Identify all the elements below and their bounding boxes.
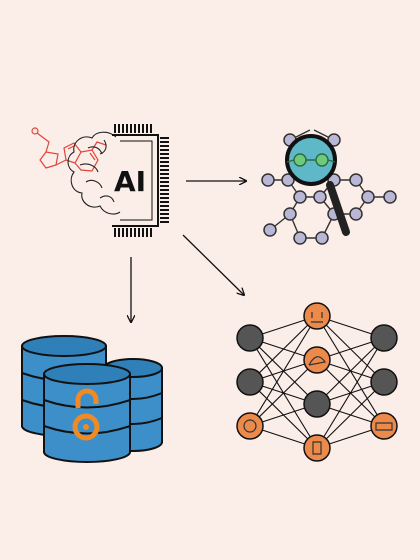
nn-node-glyph [243,419,257,433]
chip-body [112,134,159,227]
nn-edge [249,315,318,427]
nn-edge [316,381,385,449]
nn-node-glyph [375,422,393,431]
magnifier-over-molecule-icon [261,129,397,245]
nn-node-glyph [311,312,323,323]
molecule-red-icon [31,127,107,172]
nn-edge [249,359,318,427]
nn-node [370,324,398,352]
nn-node [303,390,331,418]
nn-edge [316,337,385,449]
nn-node [303,302,331,330]
nn-node [236,412,264,440]
nn-node [236,324,264,352]
open-access-lock-icon [72,388,100,441]
nn-edge [316,337,385,405]
nn-node [370,368,398,396]
nn-node [236,368,264,396]
nn-node [303,434,331,462]
nn-node-glyph [308,356,327,366]
nn-node [370,412,398,440]
nn-node-glyph [312,441,322,455]
ai-chip-group: AI [31,124,169,237]
arrow-to-neural-network [182,234,244,295]
ai-chip-label: AI [114,165,146,198]
brain-icon [67,131,121,215]
chip-pins [114,124,169,237]
nn-node [303,346,331,374]
neural-network-icon [236,302,398,462]
open-access-database-icon [21,335,163,463]
database-front-cylinder [43,363,131,463]
nn-edge [249,315,318,383]
